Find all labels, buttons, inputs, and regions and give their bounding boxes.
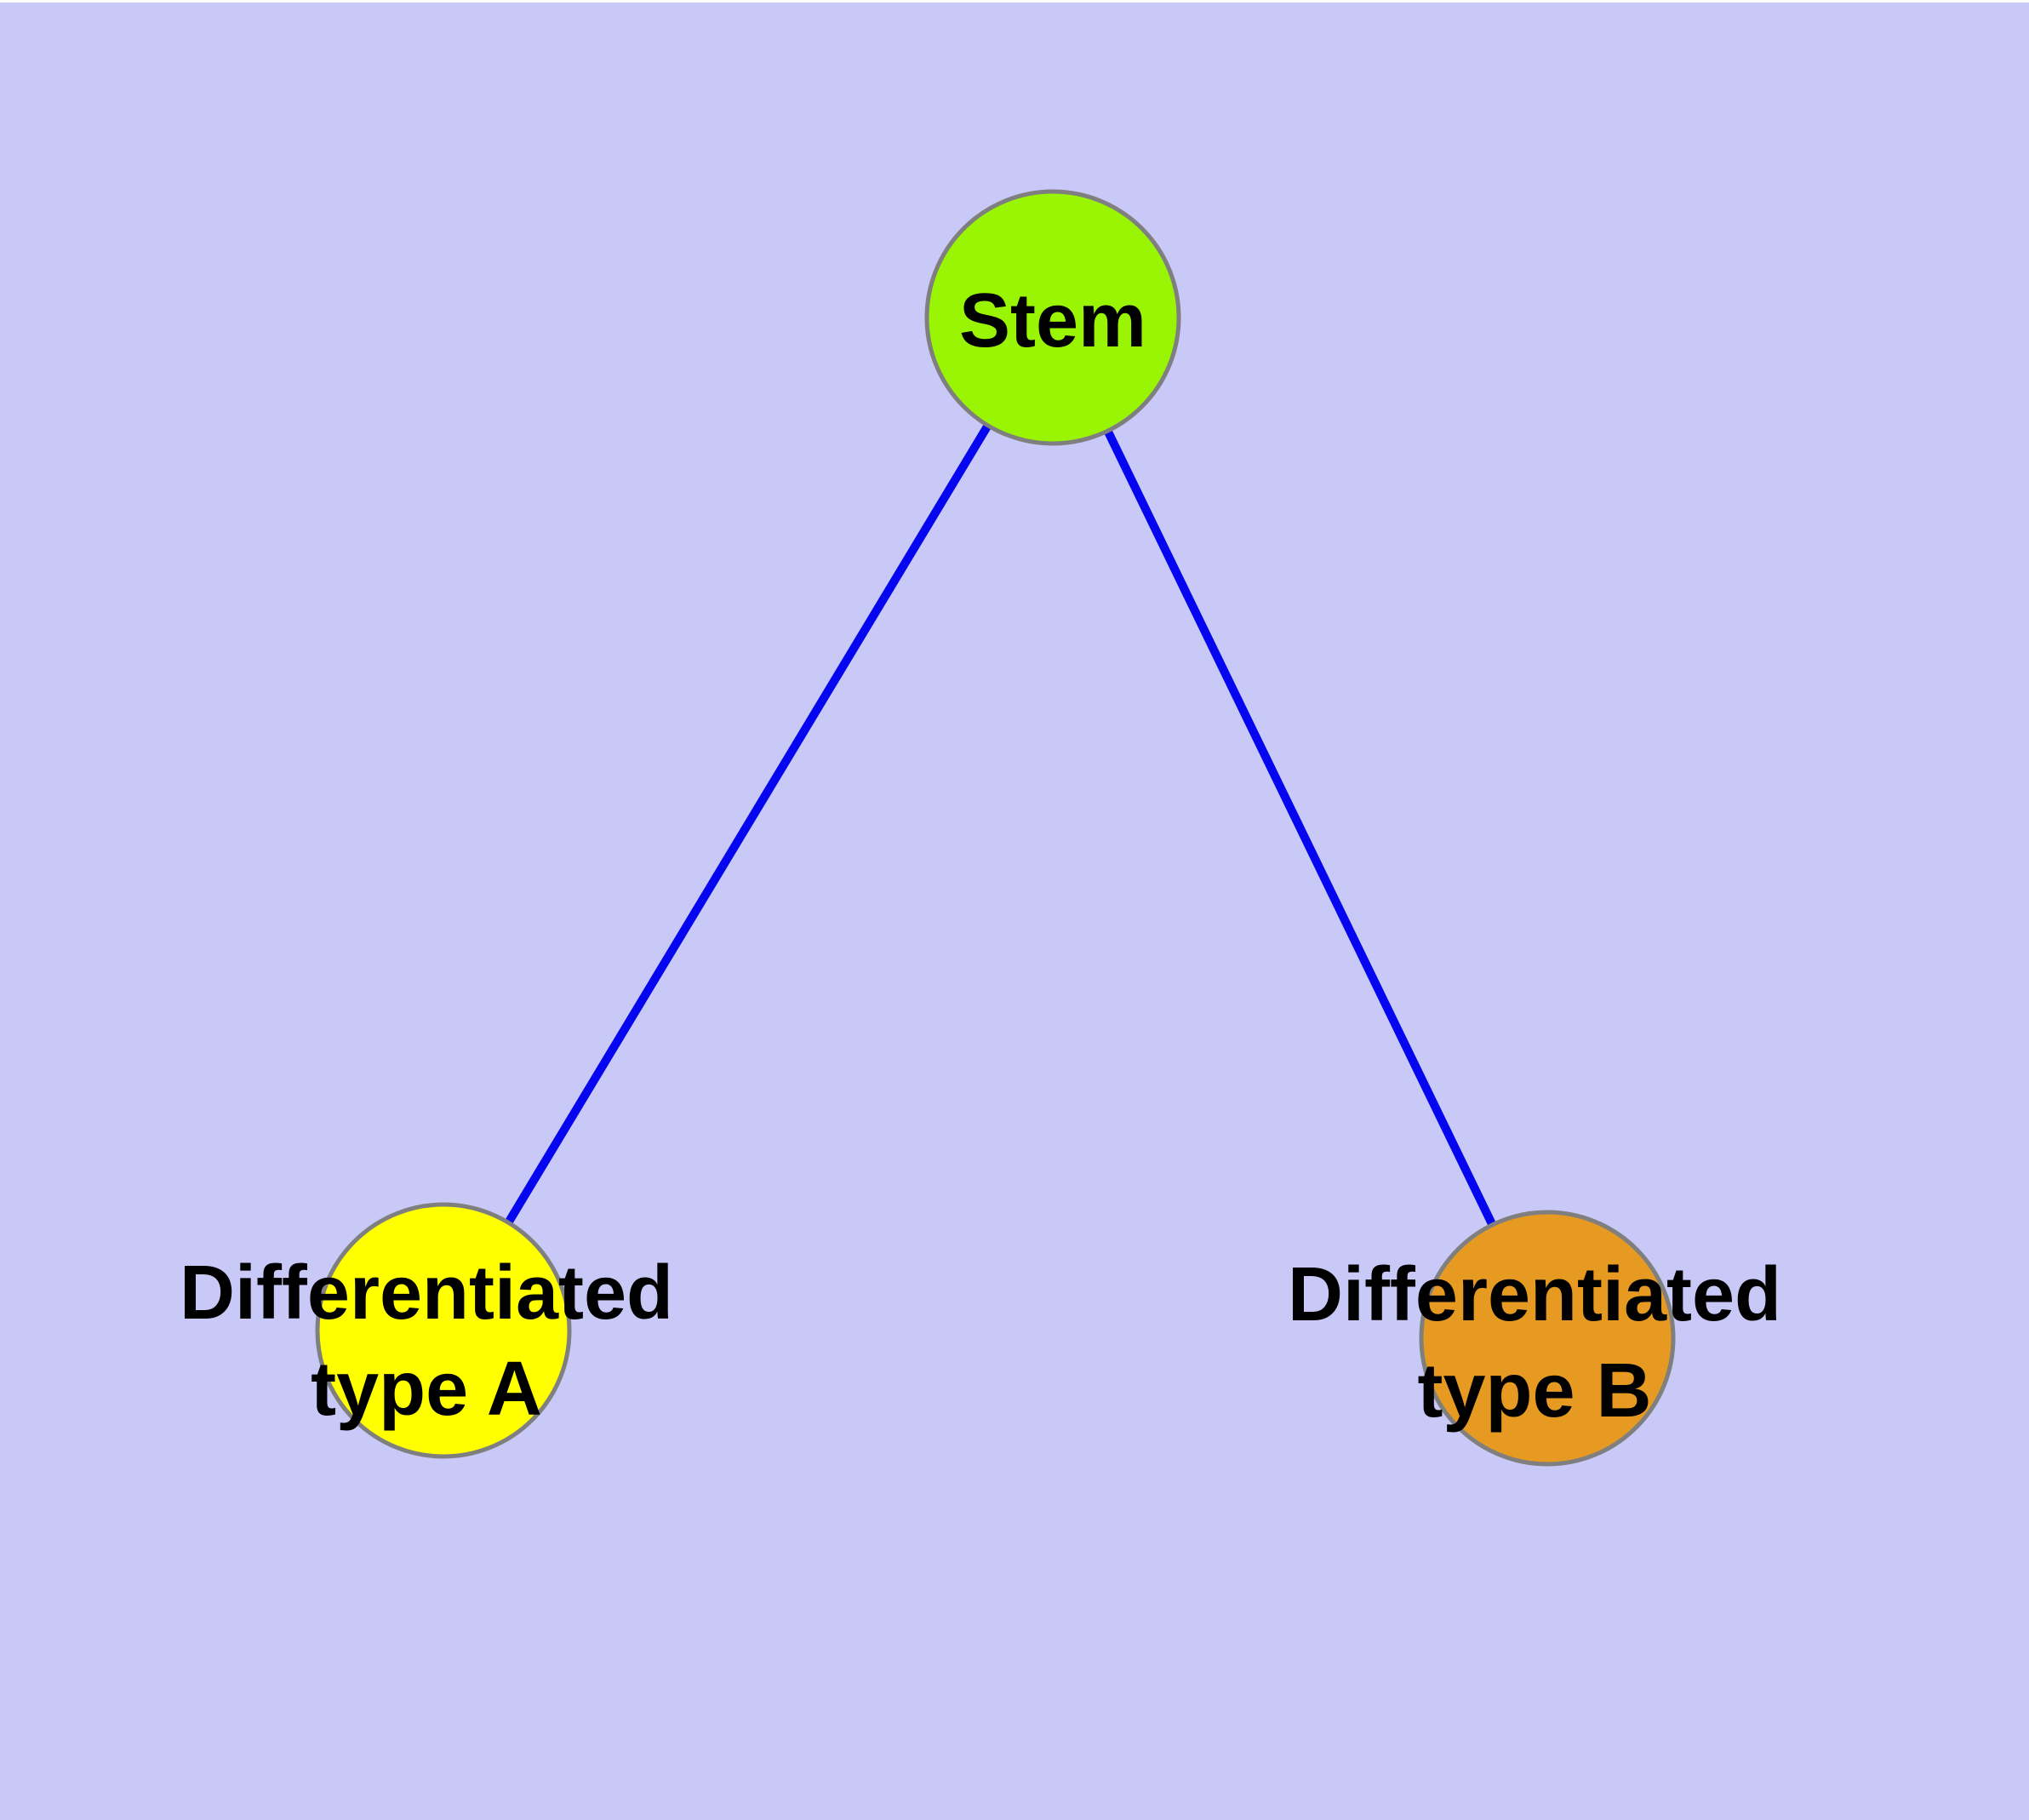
edge-stem-to-type-a xyxy=(439,315,1057,1333)
node-stem-circle xyxy=(924,189,1181,446)
node-type-b-label-line2: type B xyxy=(1417,1348,1651,1434)
node-type-b-label-line1: Differentiated xyxy=(1288,1252,1781,1337)
node-type-a-label-line1: Differentiated xyxy=(180,1251,673,1336)
node-type-a-circle xyxy=(315,1202,572,1459)
node-stem-label: Stem xyxy=(959,278,1146,363)
edge-stem-to-type-b xyxy=(1049,315,1552,1341)
node-type-b-circle xyxy=(1419,1210,1676,1467)
node-type-a-label-line2: type A xyxy=(311,1347,542,1432)
